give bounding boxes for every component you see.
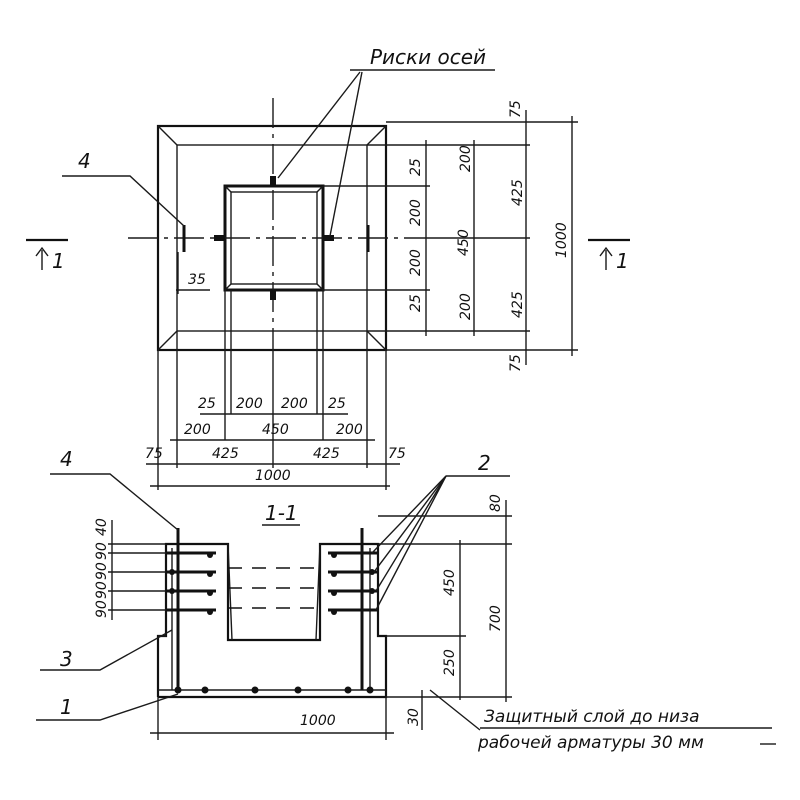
svg-text:1000: 1000 [554, 222, 570, 258]
svg-text:1000: 1000 [255, 468, 291, 484]
axis-mark-left [214, 235, 225, 241]
svg-text:90: 90 [94, 542, 110, 560]
svg-text:80: 80 [488, 494, 504, 512]
callout-4-bottom-leader [50, 473, 179, 531]
svg-text:200: 200 [236, 396, 263, 412]
callout-2-leader-1 [371, 475, 447, 554]
svg-text:200: 200 [408, 249, 424, 276]
svg-text:450: 450 [442, 569, 458, 596]
svg-text:40: 40 [94, 518, 110, 536]
callout-1: 1 [60, 695, 73, 719]
axis-marks-leader-1 [277, 71, 361, 179]
axis-mark-bottom [270, 290, 276, 300]
svg-text:90: 90 [94, 581, 110, 599]
section-marker-right: 1 [588, 238, 630, 273]
svg-text:200: 200 [458, 293, 474, 320]
svg-text:75: 75 [508, 354, 524, 372]
svg-text:25: 25 [328, 396, 346, 412]
section-right-dimensions: 80 450 700 250 30 [378, 494, 512, 730]
axis-marks-leader-2 [329, 71, 363, 237]
svg-text:425: 425 [510, 179, 526, 206]
section-mark-left-label: 1 [52, 249, 65, 273]
svg-text:200: 200 [336, 422, 363, 438]
section-marker-left: 1 [26, 238, 68, 273]
note-line-2: рабочей арматуры 30 мм [477, 733, 704, 753]
svg-text:25: 25 [408, 294, 424, 312]
svg-text:250: 250 [442, 649, 458, 676]
svg-text:75: 75 [145, 446, 163, 462]
section-bar-dots [169, 552, 375, 694]
svg-text:450: 450 [262, 422, 289, 438]
plan-right-dimensions: 75 425 450 425 75 1000 25 200 200 200 20… [323, 100, 578, 372]
svg-text:425: 425 [510, 291, 526, 318]
svg-text:425: 425 [313, 446, 340, 462]
svg-text:200: 200 [184, 422, 211, 438]
note-line-1: Защитный слой до низа [484, 707, 700, 727]
callout-2-leader-3 [375, 475, 447, 592]
svg-text:90: 90 [94, 562, 110, 580]
svg-text:75: 75 [508, 100, 524, 118]
section-mark-right-label: 1 [616, 249, 629, 273]
callout-4-top-leader [62, 175, 185, 227]
section-title: 1-1 [265, 501, 298, 525]
svg-text:700: 700 [488, 605, 504, 632]
callout-2: 2 [478, 451, 491, 475]
callout-3-leader [40, 629, 173, 671]
plan-view [128, 98, 420, 352]
svg-text:30: 30 [406, 708, 422, 726]
section-left-dimensions: 40 90 90 90 90 [94, 518, 166, 620]
svg-text:75: 75 [388, 446, 406, 462]
plan-bottom-dimensions: 25 200 200 25 200 450 200 75 425 425 75 … [145, 290, 406, 490]
callout-1-leader [36, 693, 179, 721]
svg-text:25: 25 [198, 396, 216, 412]
callout-2-leader-4 [375, 475, 447, 611]
svg-text:25: 25 [408, 158, 424, 176]
callout-3: 3 [60, 647, 73, 671]
section-dim-total: 1000 [300, 713, 336, 729]
plan-dim-35: 35 [188, 272, 206, 288]
axis-marks-label: Риски осей [370, 45, 486, 69]
svg-text:200: 200 [408, 199, 424, 226]
section-view [156, 528, 388, 699]
svg-text:425: 425 [212, 446, 239, 462]
callout-4-top: 4 [78, 149, 91, 173]
svg-text:200: 200 [458, 145, 474, 172]
axis-mark-top [270, 176, 276, 186]
axis-mark-right [323, 235, 334, 241]
callout-2-leader-2 [373, 475, 447, 573]
svg-text:450: 450 [456, 229, 472, 256]
section-outline [156, 542, 388, 699]
svg-text:200: 200 [281, 396, 308, 412]
note-leader [429, 689, 481, 731]
callout-4-bottom: 4 [60, 447, 73, 471]
svg-text:90: 90 [94, 600, 110, 618]
section-mesh-left [166, 551, 216, 612]
